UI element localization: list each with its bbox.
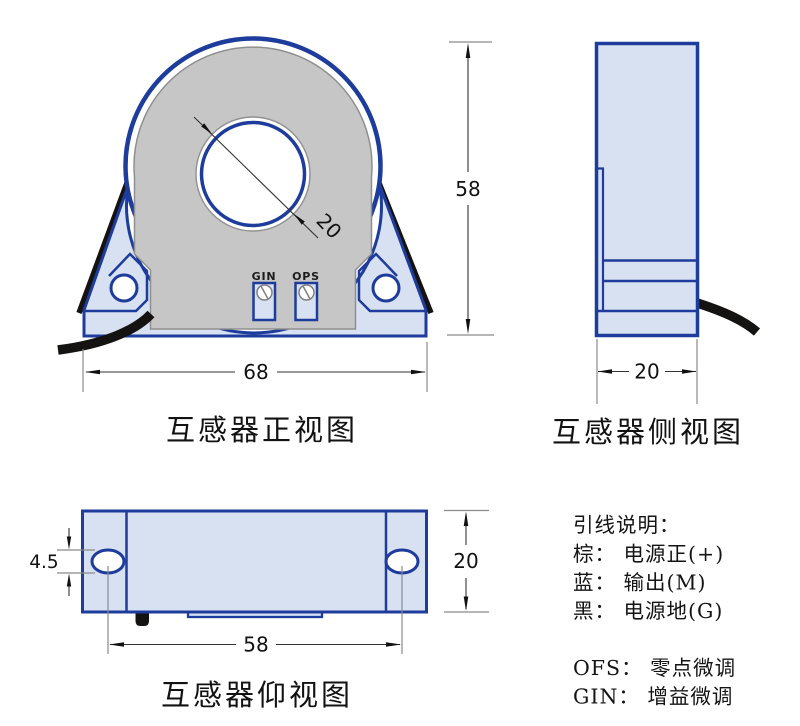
power-wire [57, 310, 155, 355]
legend-wire-blue: 蓝： 输出(M) [573, 571, 707, 595]
bottom-view-title: 互感器仰视图 [161, 678, 353, 712]
dim-arrow [66, 573, 72, 587]
legend-note-ofs: OFS： 零点微调 [573, 656, 736, 680]
dim-side-width: 20 [596, 339, 698, 404]
dim-arrow [463, 511, 469, 526]
dim-hole-spacing-label: 58 [243, 633, 268, 657]
trimmer-ops: OPS [292, 270, 320, 322]
dim-arrow [201, 123, 212, 134]
dim-hole-spacing: 58 [107, 566, 403, 657]
dim-arrow [294, 214, 305, 225]
side-view-title: 互感器侧视图 [552, 415, 744, 449]
dim-arrow [597, 369, 612, 374]
dim-arrow [463, 596, 469, 611]
dim-arrow [386, 642, 401, 647]
dim-arrow [66, 536, 72, 550]
dim-arrow [465, 319, 471, 334]
trimmer-ops-slot [302, 285, 311, 300]
dim-arrow [85, 369, 100, 375]
legend-note-gin: GIN： 增益微调 [573, 685, 733, 709]
side-body [594, 41, 700, 338]
side-power-wire [692, 297, 761, 336]
mounting-hole-right [371, 273, 401, 303]
dim-bottom-depth: 20 [444, 509, 489, 613]
flange-pad-right [357, 252, 425, 313]
dim-arrow [411, 369, 426, 375]
trimmer-ops-label: OPS [292, 270, 320, 283]
dim-front-width: 68 [82, 342, 428, 392]
mounting-hole-left [109, 273, 139, 303]
dim-bottom-depth-label: 20 [453, 549, 478, 573]
dim-arrow [682, 369, 697, 374]
dim-front-height: 58 [447, 41, 494, 336]
dim-front-height-label: 58 [455, 177, 480, 201]
dim-side-width-label: 20 [634, 360, 659, 384]
dim-arrow [109, 642, 124, 647]
bottom-body [81, 509, 428, 614]
legend-wire-black: 黑： 电源地(G) [573, 599, 723, 623]
wire-legend: 引线说明： 棕： 电源正(+) 蓝： 输出(M) 黑： 电源地(G) OFS： … [573, 513, 736, 709]
flange-pad-left [85, 252, 149, 313]
dim-arrow [465, 43, 471, 58]
trimmer-gin-label: GIN [252, 270, 277, 283]
front-view-title: 互感器正视图 [166, 413, 358, 447]
front-view: GIN OPS 20 58 [57, 36, 494, 447]
mounting-base [82, 185, 428, 338]
bottom-wire-stub [135, 610, 149, 626]
side-view: 20 互感器侧视图 [552, 41, 761, 449]
bottom-view: 4.5 58 20 互感器仰视图 [29, 509, 489, 712]
dim-slot-height: 4.5 [29, 528, 95, 596]
center-hole-ring [199, 120, 307, 228]
trimmer-gin: GIN [252, 270, 277, 322]
trimmer-gin-slot [260, 285, 269, 300]
dim-slot-height-label: 4.5 [29, 552, 58, 573]
side-step-line [596, 167, 605, 311]
legend-heading: 引线说明： [573, 513, 681, 537]
dim-front-width-label: 68 [243, 360, 268, 384]
shell-edge-left [76, 182, 130, 314]
legend-wire-brown: 棕： 电源正(+) [573, 542, 724, 566]
